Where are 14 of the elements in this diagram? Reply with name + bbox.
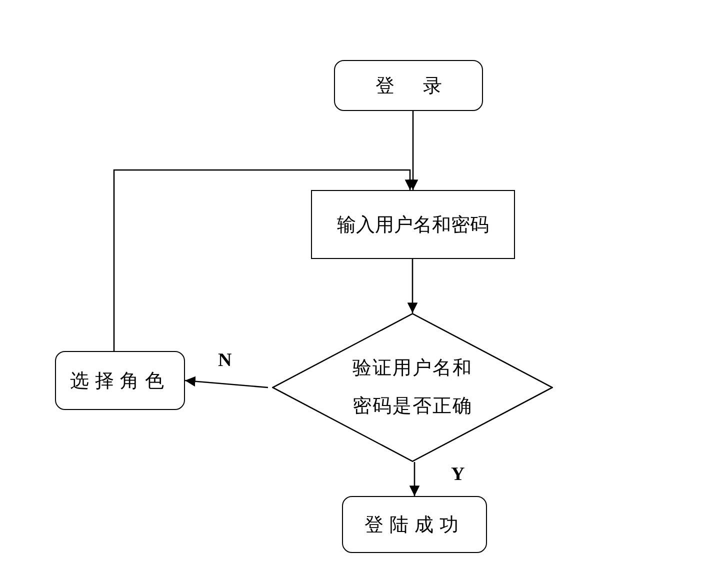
process-box [311,190,515,259]
decision-diamond [272,313,553,462]
arrow [184,376,268,388]
node-text: 登 录 [375,74,442,98]
node-text: 登陆成功 [364,514,464,538]
node-text: 输入用户名和密码 [337,214,489,238]
start-box [334,60,483,111]
arrow [407,259,418,313]
end-box [342,496,487,553]
node-text: 验证用户名和密码是否正确 [352,356,474,418]
arrow [113,169,416,351]
node-text: 选择角色 [70,370,170,394]
process-box [55,351,185,410]
arrow [409,462,420,496]
